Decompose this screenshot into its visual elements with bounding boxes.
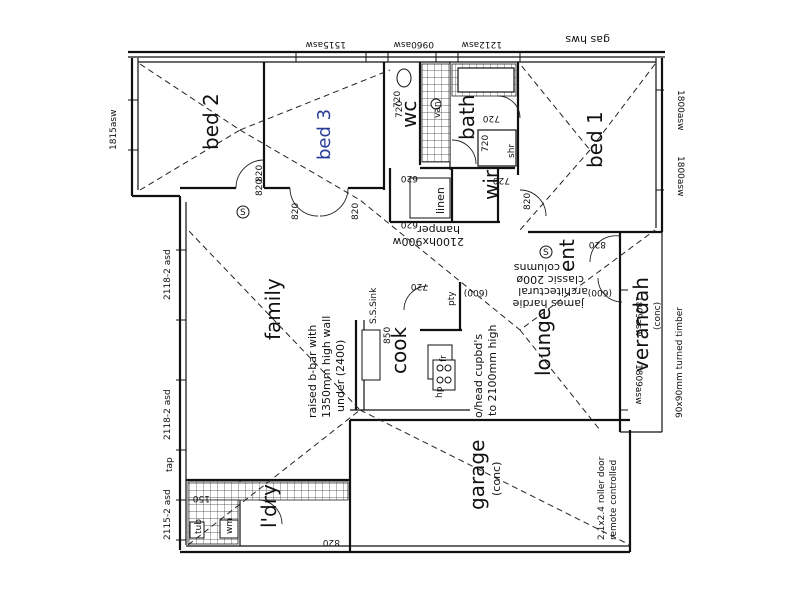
door-label: 820 xyxy=(291,203,301,220)
window-bed2-side: 1815asw xyxy=(109,110,119,150)
note-columns-1: columns xyxy=(514,261,560,274)
note-cupbd-2: to 2100mm high xyxy=(486,325,499,416)
door-callouts: 820 820 820 720 720 720 620 620 720 820 … xyxy=(165,91,612,547)
room-labels: bed 2 bed 3 wc bath bed 1 wir linen fami… xyxy=(199,93,663,528)
note-pty: pty xyxy=(447,291,457,306)
door-label: 720 xyxy=(483,113,500,123)
room-linen-label: linen xyxy=(434,187,447,214)
smoke-detector-2: S xyxy=(543,248,549,258)
window-lounge-1: 1809asw xyxy=(633,296,643,336)
door-label: 720 xyxy=(411,281,428,291)
smoke-detector-1: S xyxy=(240,208,246,218)
room-garage-sub: (conc) xyxy=(490,462,503,496)
door-label: 620 xyxy=(401,219,418,229)
room-bed2-label: bed 2 xyxy=(199,93,223,150)
door-label: 620 xyxy=(401,173,418,183)
room-lounge-label: lounge xyxy=(531,308,555,376)
window-lounge-2: 1809asw xyxy=(633,364,643,404)
door-label: 820 xyxy=(255,179,265,196)
note-bbar-1: raised b-bar with xyxy=(306,325,319,418)
door-label: 820 xyxy=(351,203,361,220)
note-columns-3: architectural xyxy=(518,285,588,298)
note-columns-4: james hardie xyxy=(512,297,585,310)
window-callouts: 1515asw 0960asw 1212asw 1815asw 2118-2 a… xyxy=(109,39,685,540)
door-label: 820 xyxy=(523,193,533,210)
room-wir-label: wir xyxy=(479,169,503,200)
note-roller-1: 2.1x2.4 roller door xyxy=(597,456,607,540)
walls xyxy=(128,50,665,554)
window-bed1-1: 1800asw xyxy=(675,90,685,130)
note-wm: wm xyxy=(225,518,235,534)
smoke-detectors: S S xyxy=(236,205,553,259)
room-bath-label: bath xyxy=(455,95,479,140)
window-bed1-2: 1800asw xyxy=(675,156,685,196)
note-columns-2: classic 200ø xyxy=(516,273,584,286)
window-ldry: 2115-2 asd xyxy=(163,489,173,540)
room-cook-label: cook xyxy=(387,327,411,374)
room-wc-label: wc xyxy=(397,101,421,128)
door-label: 820 xyxy=(589,239,606,249)
note-cupbd-1: o/head cupbd's xyxy=(472,334,485,418)
note-van: van xyxy=(433,101,443,118)
room-ent-label: ent xyxy=(555,239,579,272)
note-roller-2: remote controlled xyxy=(609,460,619,540)
roof-lines xyxy=(139,63,656,546)
annotations: hamper 2100hx900w columns classic 200ø a… xyxy=(194,33,685,540)
note-fr: fr xyxy=(439,355,449,362)
note-hp: hp xyxy=(435,386,445,398)
door-swings xyxy=(235,95,623,525)
room-bed1-label: bed 1 xyxy=(583,111,607,168)
window-family-2: 2118-2 asd xyxy=(163,389,173,440)
note-linen-size: 2100hx900w xyxy=(393,235,464,248)
note-tub: tub xyxy=(194,519,204,534)
window-top-wc: 0960asw xyxy=(394,39,434,49)
window-top-bath: 1212asw xyxy=(462,39,502,49)
door-label: 720 xyxy=(393,91,403,108)
note-timber: 90x90mm turned timber xyxy=(675,307,685,418)
door-label: 820 xyxy=(255,165,265,182)
door-label: (600) xyxy=(464,287,488,297)
door-label: 150 xyxy=(193,493,210,503)
door-label: 820 xyxy=(323,537,340,547)
room-garage-label: garage xyxy=(465,440,489,510)
room-verandah-label: verandah xyxy=(629,277,653,372)
window-top-bed2: 1515asw xyxy=(306,39,346,49)
door-label: 720 xyxy=(493,175,510,185)
room-family-label: family xyxy=(261,278,285,340)
note-shr: shr xyxy=(507,144,517,158)
note-gas-hws: gas hws xyxy=(565,33,610,46)
note-sink: S.S.Sink xyxy=(369,287,379,324)
room-ldry-label: l'dry xyxy=(257,484,281,528)
door-label: 850 xyxy=(383,327,393,344)
window-family-1: 2118-2 asd xyxy=(163,249,173,300)
note-hamper: hamper xyxy=(417,223,460,236)
window-marks xyxy=(128,52,664,541)
fixtures xyxy=(189,67,517,539)
door-label: (600) xyxy=(588,287,612,297)
room-bed3-label: bed 3 xyxy=(314,109,335,160)
note-bbar-3: under (2400) xyxy=(334,340,347,412)
room-verandah-sub: (conc) xyxy=(653,302,663,330)
note-bbar-2: 1350mm high wall xyxy=(320,316,333,418)
door-label: tap xyxy=(165,457,175,472)
door-label: 720 xyxy=(395,101,405,118)
door-label: 720 xyxy=(481,135,491,152)
